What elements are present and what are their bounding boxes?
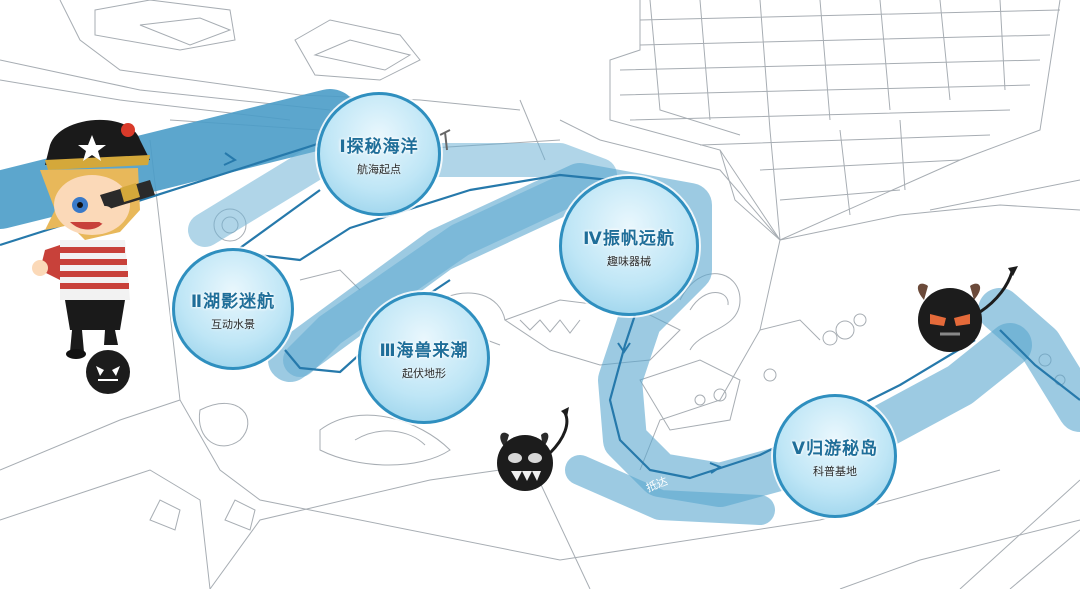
stop-subtitle: 科普基地	[813, 464, 857, 478]
stop-title: Ⅴ归游秘岛	[791, 438, 879, 459]
stop-5-return-island[interactable]: Ⅴ归游秘岛 科普基地	[773, 394, 897, 518]
stop-subtitle: 互动水景	[211, 317, 255, 331]
stop-title: Ⅳ振帆远航	[583, 228, 675, 249]
route-arrow-icon	[223, 152, 723, 474]
sign-post	[439, 129, 451, 151]
stop-title: Ⅰ探秘海洋	[339, 136, 419, 157]
stop-4-set-sail[interactable]: Ⅳ振帆远航 趣味器械	[559, 176, 699, 316]
stop-subtitle: 起伏地形	[402, 366, 446, 380]
stop-subtitle: 趣味器械	[607, 254, 651, 268]
stop-title: Ⅲ海兽来潮	[379, 340, 469, 361]
stop-2-lake-maze[interactable]: Ⅱ湖影迷航 互动水景	[172, 248, 294, 370]
horned-monster-icon	[497, 407, 569, 491]
stop-subtitle: 航海起点	[357, 162, 401, 176]
stop-title: Ⅱ湖影迷航	[190, 291, 276, 312]
pirate-mascot-icon	[32, 119, 155, 394]
horned-monster-icon	[917, 266, 1018, 352]
stop-3-sea-beast-tide[interactable]: Ⅲ海兽来潮 起伏地形	[358, 292, 490, 424]
stop-1-explore-ocean[interactable]: Ⅰ探秘海洋 航海起点	[317, 92, 441, 216]
